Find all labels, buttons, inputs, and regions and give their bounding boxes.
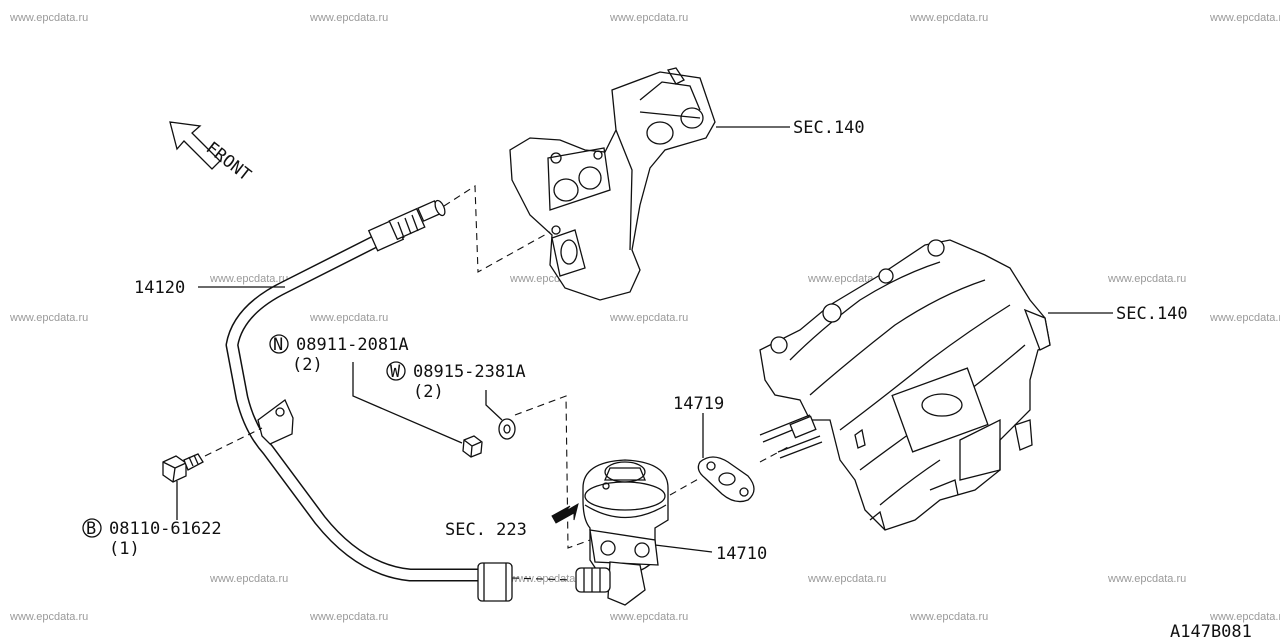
nut-part xyxy=(462,435,483,458)
dash-tube-to-valve xyxy=(511,577,573,581)
bolt-part xyxy=(162,453,204,483)
watermark-text: www.epcdata.ru xyxy=(209,573,288,585)
watermark-text: www.epcdata.ru xyxy=(807,573,886,585)
watermark-text: www.epcdata.ru xyxy=(807,273,886,285)
watermark-text: www.epcdata.ru xyxy=(309,12,388,24)
dash-washer-to-valve xyxy=(514,395,591,549)
dash-tube-to-manifold xyxy=(443,185,551,273)
front-label: FRONT xyxy=(202,138,255,185)
callout-14120: 14120 xyxy=(134,278,185,298)
diagram-code: A147B081 xyxy=(1170,622,1252,640)
callout-sec-140-top: SEC.140 xyxy=(793,118,865,138)
callout-sec-140-right: SEC.140 xyxy=(1116,304,1188,324)
callout-14719: 14719 xyxy=(673,394,724,414)
watermark-text: www.epcdata.ru xyxy=(309,312,388,324)
dash-bolt-to-bracket xyxy=(204,427,263,457)
arrow-sec-223-icon xyxy=(551,502,579,524)
leader-washer xyxy=(485,390,503,421)
nut-code: 08911-2081A xyxy=(296,335,409,355)
watermark-text: www.epcdata.ru xyxy=(909,12,988,24)
watermark-text: www.epcdata.ru xyxy=(1107,273,1186,285)
watermark-text: www.epcdata.ru xyxy=(609,312,688,324)
watermark-text: www.epcdata.ru xyxy=(1107,573,1186,585)
egr-valve-part xyxy=(575,459,669,606)
callout-sec-223: SEC. 223 xyxy=(445,520,527,540)
bolt-callout: B 08110-61622 (1) xyxy=(82,518,222,559)
bolt-code: 08110-61622 xyxy=(109,519,222,539)
egr-tube-part xyxy=(225,199,513,602)
watermark-text: www.epcdata.ru xyxy=(909,611,988,623)
nut-callout: N 08911-2081A (2) xyxy=(269,334,409,375)
dash-gasket xyxy=(669,445,791,496)
watermark-text: www.epcdata.ru xyxy=(9,611,88,623)
gasket-part xyxy=(697,456,755,503)
callout-14710: 14710 xyxy=(716,544,767,564)
watermark-text: www.epcdata.ru xyxy=(609,12,688,24)
bolt-qty: (1) xyxy=(109,539,140,559)
intake-manifold-part xyxy=(759,239,1051,531)
watermark-text: www.epcdata.ru xyxy=(9,12,88,24)
exhaust-manifold-part xyxy=(509,67,716,301)
washer-callout: W 08915-2381A (2) xyxy=(386,361,526,402)
washer-code: 08915-2381A xyxy=(413,362,526,382)
watermark-text: www.epcdata.ru xyxy=(1209,312,1280,324)
watermark-text: www.epcdata.ru xyxy=(309,611,388,623)
leader-nut xyxy=(352,362,463,444)
leader-14710 xyxy=(654,544,713,553)
front-arrow-icon xyxy=(169,121,221,170)
watermark-text: www.epcdata.ru xyxy=(209,273,288,285)
nut-qty: (2) xyxy=(292,355,323,375)
washer-letter: W xyxy=(390,362,401,382)
watermark-text: www.epcdata.ru xyxy=(609,611,688,623)
washer-qty: (2) xyxy=(413,382,444,402)
watermark-layer: www.epcdata.ru www.epcdata.ru www.epcdata.… xyxy=(9,12,1280,623)
watermark-text: www.epcdata.ru xyxy=(1209,12,1280,24)
washer-part xyxy=(498,418,516,440)
nut-letter: N xyxy=(273,335,283,355)
bolt-letter: B xyxy=(86,519,96,539)
watermark-text: www.epcdata.ru xyxy=(1209,611,1280,623)
watermark-text: www.epcdata.ru xyxy=(9,312,88,324)
